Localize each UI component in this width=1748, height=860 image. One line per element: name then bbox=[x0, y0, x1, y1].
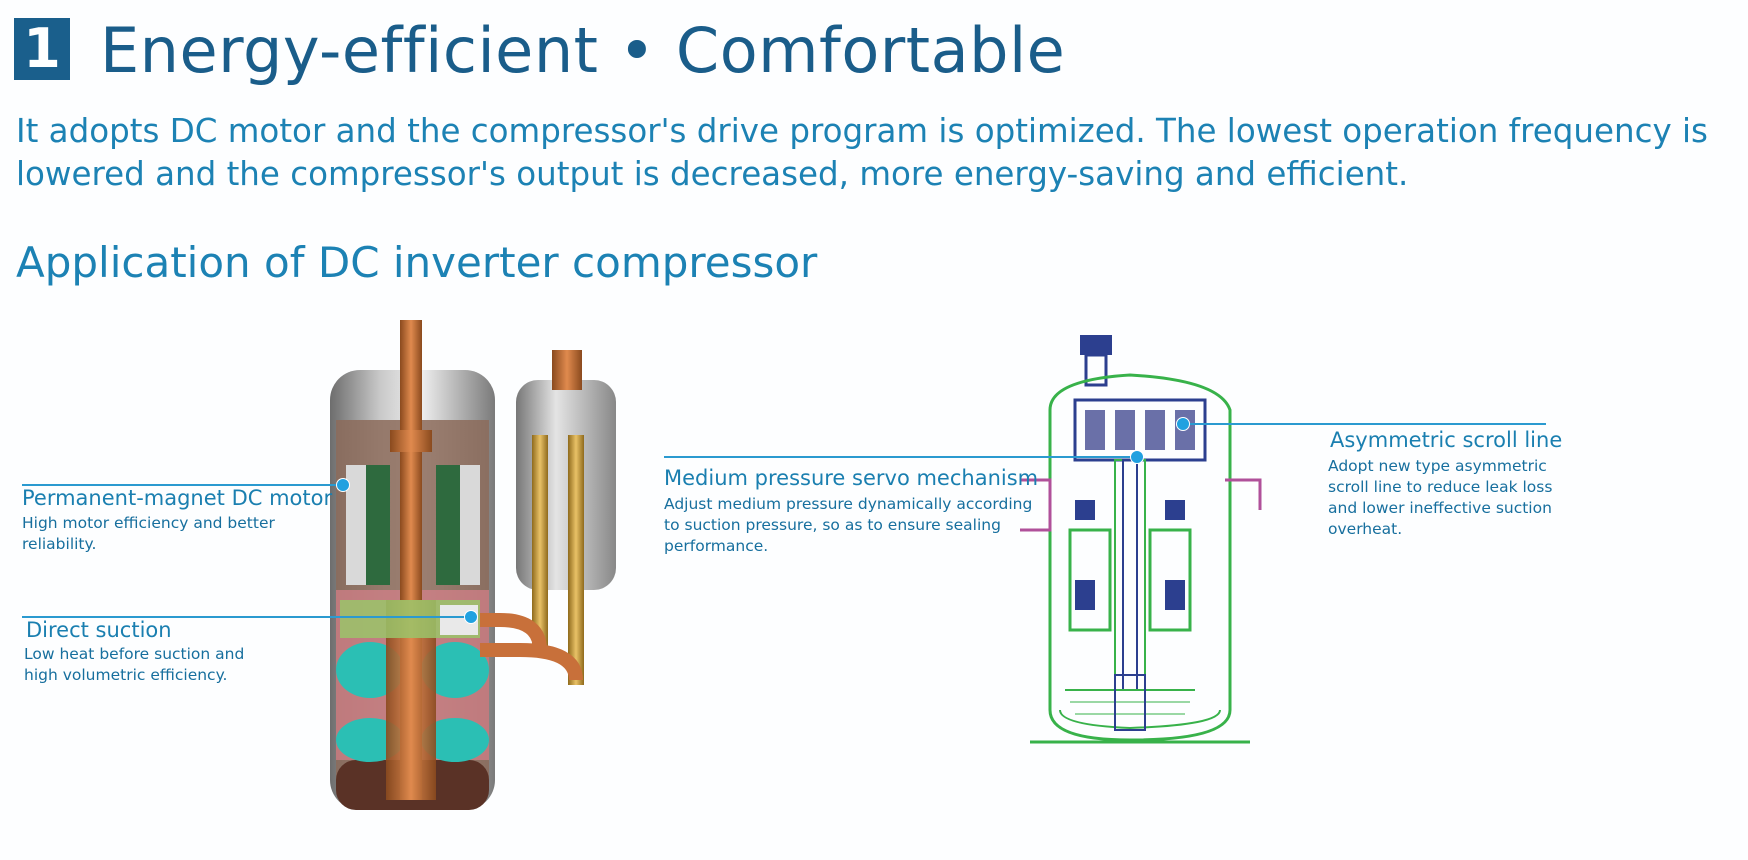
motor-leader-line bbox=[22, 484, 342, 486]
suction-callout-dot bbox=[464, 610, 478, 624]
scroll-leader-line bbox=[1180, 423, 1546, 425]
section-number-badge: 1 bbox=[14, 18, 70, 80]
intro-paragraph: It adopts DC motor and the compressor's … bbox=[16, 112, 1708, 193]
motor-callout-dot bbox=[336, 478, 350, 492]
suction-callout-desc: Low heat before suction and high volumet… bbox=[24, 645, 245, 684]
servo-callout-desc: Adjust medium pressure dynamically accor… bbox=[664, 495, 1033, 555]
servo-callout-dot bbox=[1130, 450, 1144, 464]
rotary-compressor-illustration bbox=[330, 320, 616, 810]
servo-callout-heading: Medium pressure servo mechanism bbox=[664, 466, 1039, 490]
scroll-callout-desc: Adopt new type asymmetric scroll line to… bbox=[1328, 457, 1553, 538]
suction-callout-heading: Direct suction bbox=[26, 618, 172, 642]
motor-callout-heading: Permanent-magnet DC motor bbox=[22, 486, 333, 510]
scroll-compressor-drawing bbox=[1020, 335, 1262, 744]
scroll-callout-heading: Asymmetric scroll line bbox=[1330, 428, 1563, 452]
section-subtitle: Application of DC inverter compressor bbox=[16, 238, 818, 287]
suction-leader-line bbox=[22, 616, 468, 618]
scroll-callout-dot bbox=[1176, 417, 1190, 431]
servo-leader-line bbox=[664, 456, 1136, 458]
page-title: Energy-efficient • Comfortable bbox=[100, 14, 1066, 87]
motor-callout-desc: High motor efficiency and better reliabi… bbox=[22, 514, 275, 553]
